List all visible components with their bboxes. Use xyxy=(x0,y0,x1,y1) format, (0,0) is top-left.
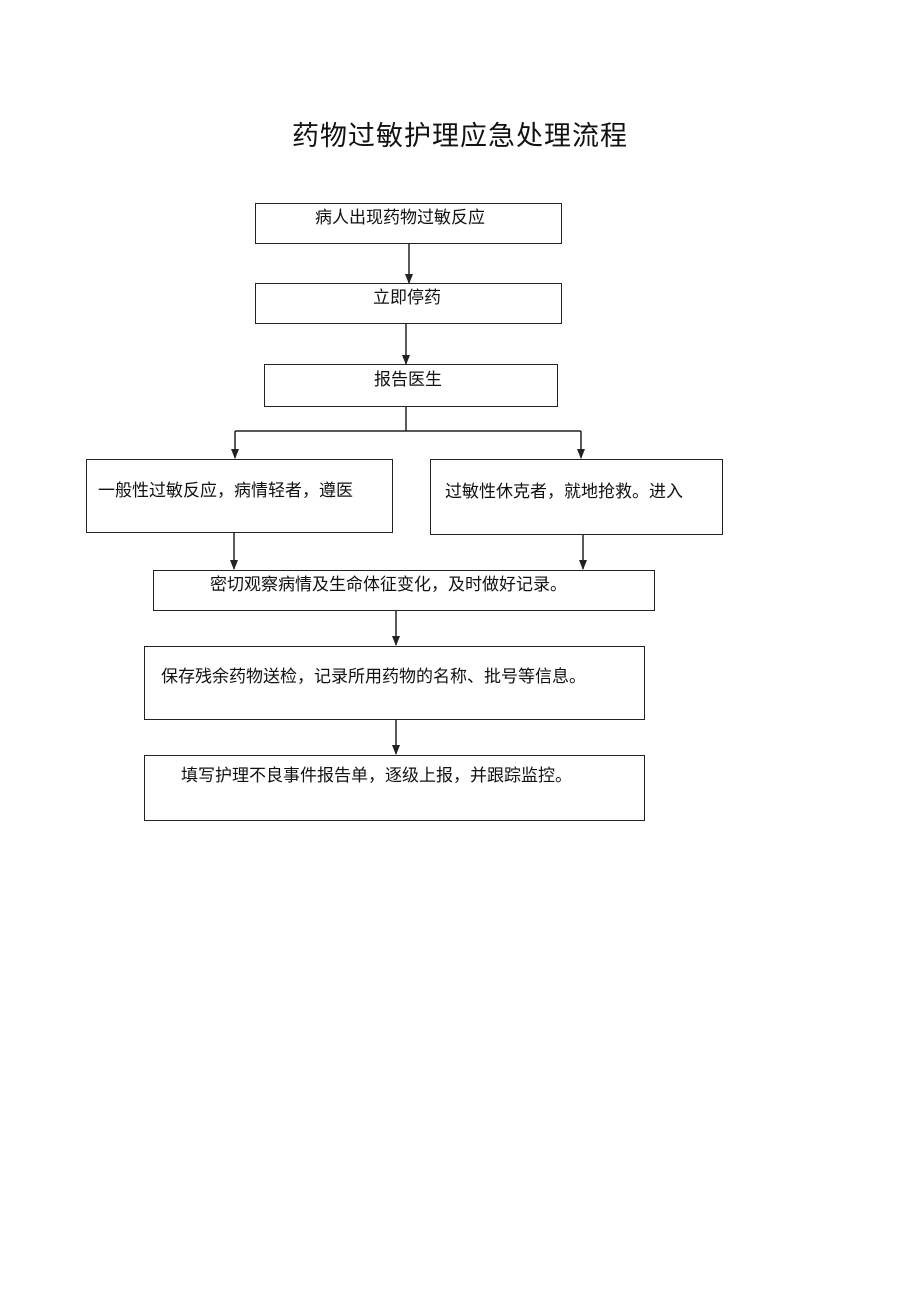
step-shock-case-box: 过敏性休克者，就地抢救。进入 xyxy=(430,459,723,535)
step-allergic-reaction-text: 病人出现药物过敏反应 xyxy=(315,208,485,228)
step-stop-drug-box: 立即停药 xyxy=(255,283,562,324)
step-mild-case-text: 一般性过敏反应，病情轻者，遵医 xyxy=(98,481,353,501)
step-observe-text: 密切观察病情及生命体征变化，及时做好记录。 xyxy=(210,575,567,595)
step-allergic-reaction-box: 病人出现药物过敏反应 xyxy=(255,203,562,244)
document-title: 药物过敏护理应急处理流程 xyxy=(292,121,628,152)
step-observe-box: 密切观察病情及生命体征变化，及时做好记录。 xyxy=(153,570,655,611)
step-report-event-text: 填写护理不良事件报告单，逐级上报，并跟踪监控。 xyxy=(181,766,572,786)
step-report-doctor-box: 报告医生 xyxy=(264,364,558,407)
step-report-doctor-text: 报告医生 xyxy=(374,370,442,390)
step-report-event-box: 填写护理不良事件报告单，逐级上报，并跟踪监控。 xyxy=(144,755,645,821)
step-mild-case-box: 一般性过敏反应，病情轻者，遵医 xyxy=(86,459,393,533)
step-preserve-drug-text: 保存残余药物送检，记录所用药物的名称、批号等信息。 xyxy=(161,667,586,687)
step-shock-case-text: 过敏性休克者，就地抢救。进入 xyxy=(445,482,683,502)
step-stop-drug-text: 立即停药 xyxy=(373,288,441,308)
step-preserve-drug-box: 保存残余药物送检，记录所用药物的名称、批号等信息。 xyxy=(144,646,645,720)
